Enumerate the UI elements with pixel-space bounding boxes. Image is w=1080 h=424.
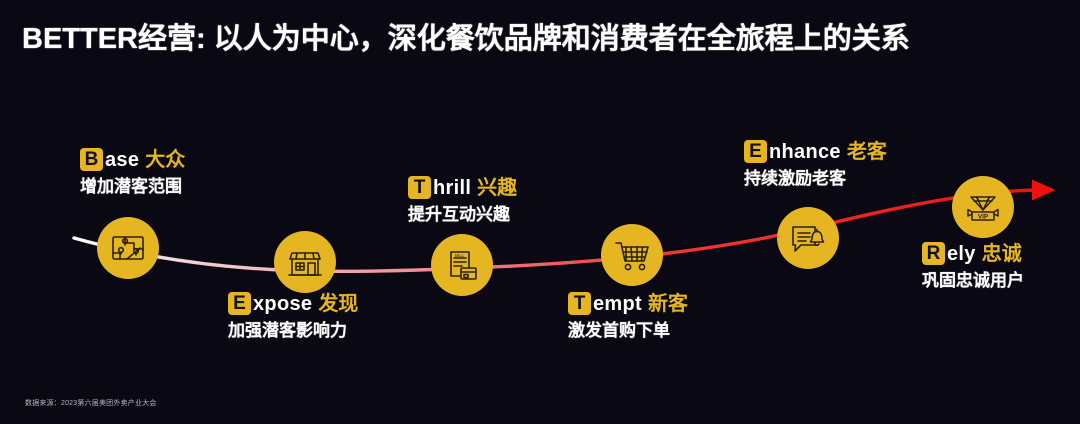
stage-subtitle: 加强潜客影响力 <box>228 321 347 340</box>
page-title: BETTER经营: 以人为中心，深化餐饮品牌和消费者在全旅程上的关系 <box>22 23 910 55</box>
stage-cn-tag: 忠诚 <box>981 242 1022 265</box>
stage-node-tempt[interactable] <box>601 224 663 286</box>
chat-bell-icon <box>789 219 827 257</box>
stage-node-rely[interactable]: VIP <box>952 176 1014 238</box>
stage-label-base: B ase 大众 增加潜客范围 <box>80 148 185 195</box>
stage-cn-tag: 大众 <box>145 148 186 171</box>
stage-letter-badge: E <box>228 292 251 315</box>
stage-letter-badge: R <box>922 242 945 265</box>
stage-node-base[interactable] <box>97 217 159 279</box>
stage-node-expose[interactable] <box>274 231 336 293</box>
stage-english: xpose <box>253 292 313 315</box>
stage-english: hrill <box>433 176 472 199</box>
stage-subtitle: 巩固忠诚用户 <box>922 271 1024 290</box>
map-location-icon <box>109 229 147 267</box>
stage-english: empt <box>593 292 642 315</box>
stage-cn-tag: 兴趣 <box>477 176 518 199</box>
stage-letter-badge: T <box>408 176 431 199</box>
shopping-cart-icon <box>613 236 651 274</box>
stage-cn-tag: 老客 <box>846 140 887 163</box>
bill-card-icon: BILL <box>443 246 481 284</box>
stage-label-rely: R ely 忠诚 巩固忠诚用户 <box>922 242 1024 289</box>
stage-label-tempt: T empt 新客 激发首购下单 <box>568 292 688 339</box>
stage-cn-tag: 新客 <box>647 292 688 315</box>
stage-subtitle: 提升互动兴趣 <box>408 205 510 224</box>
stage-english: ely <box>947 242 976 265</box>
stage-english: ase <box>105 148 140 171</box>
svg-text:VIP: VIP <box>978 213 989 220</box>
svg-text:BILL: BILL <box>455 253 465 258</box>
stage-node-thrill[interactable]: BILL <box>431 234 493 296</box>
stage-letter-badge: T <box>568 292 591 315</box>
source-footnote: 数据来源：2023第六届美团外卖产业大会 <box>25 400 157 407</box>
stage-cn-tag: 发现 <box>318 292 359 315</box>
stage-english: nhance <box>769 140 841 163</box>
stage-letter-badge: E <box>744 140 767 163</box>
storefront-icon <box>286 243 324 281</box>
stage-subtitle: 持续激励老客 <box>744 169 846 188</box>
stage-label-thrill: T hrill 兴趣 提升互动兴趣 <box>408 176 517 223</box>
stage-letter-badge: B <box>80 148 103 171</box>
vip-diamond-icon: VIP <box>964 188 1002 226</box>
stage-label-expose: E xpose 发现 加强潜客影响力 <box>228 292 358 339</box>
stage-label-enhance: E nhance 老客 持续激励老客 <box>744 140 887 187</box>
stage-subtitle: 激发首购下单 <box>568 321 670 340</box>
stage-node-enhance[interactable] <box>777 207 839 269</box>
stage-subtitle: 增加潜客范围 <box>80 177 182 196</box>
